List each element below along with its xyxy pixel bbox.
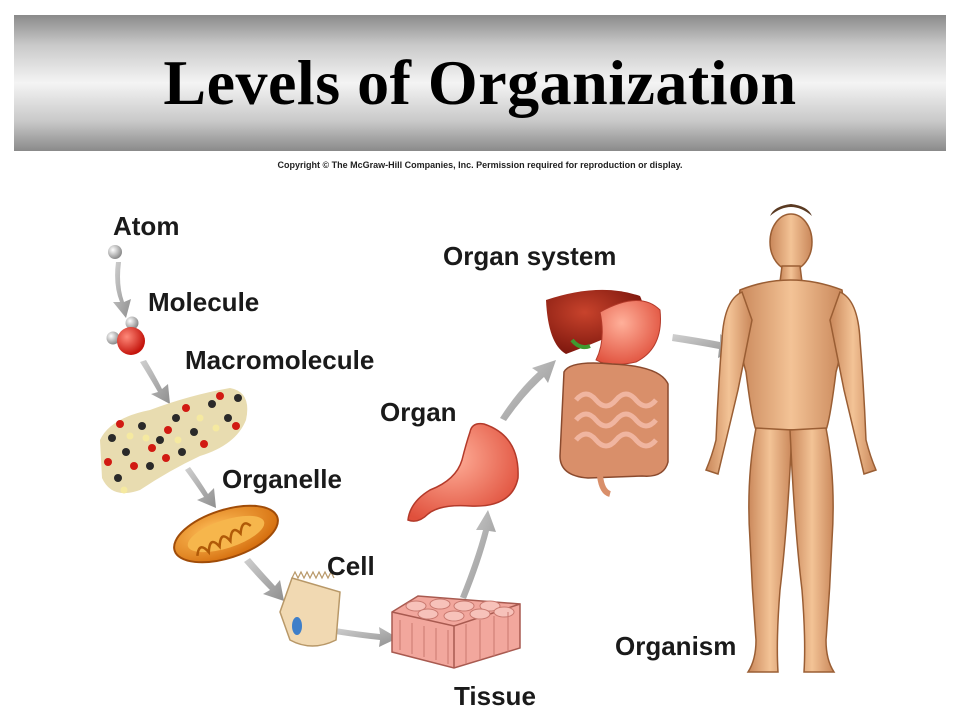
label-molecule: Molecule	[148, 287, 260, 317]
atom-icon	[108, 245, 122, 259]
arrow-cell-tissue	[335, 627, 398, 647]
copyright-notice: Copyright © The McGraw-Hill Companies, I…	[277, 160, 683, 170]
arrow-molecule-macromolecule	[140, 360, 170, 404]
label-organelle: Organelle	[222, 464, 342, 494]
label-organ: Organ	[380, 397, 457, 427]
organelle-icon	[173, 504, 279, 564]
label-cell: Cell	[327, 551, 375, 581]
arrow-organelle-cell	[244, 558, 284, 601]
arrow-macromolecule-organelle	[185, 467, 216, 508]
title-bar: Levels of Organization	[14, 15, 946, 151]
arrow-atom-molecule	[113, 262, 131, 318]
arrow-tissue-organ	[460, 510, 496, 599]
organ-stomach-icon	[407, 422, 519, 522]
tissue-icon	[391, 595, 521, 669]
organism-figure	[704, 204, 878, 673]
flow-arrows	[113, 262, 740, 647]
arrow-organ-system	[500, 360, 556, 421]
macromolecule-icon	[100, 388, 248, 494]
label-tissue: Tissue	[454, 681, 536, 711]
slide-title: Levels of Organization	[163, 47, 797, 118]
molecule-icon	[106, 316, 145, 355]
label-organism: Organism	[615, 631, 737, 661]
label-atom: Atom	[113, 211, 180, 241]
organ-system-icon	[546, 289, 669, 497]
label-macromolecule: Macromolecule	[185, 345, 375, 375]
label-organ-system: Organ system	[443, 241, 617, 271]
cell-icon	[279, 570, 341, 647]
